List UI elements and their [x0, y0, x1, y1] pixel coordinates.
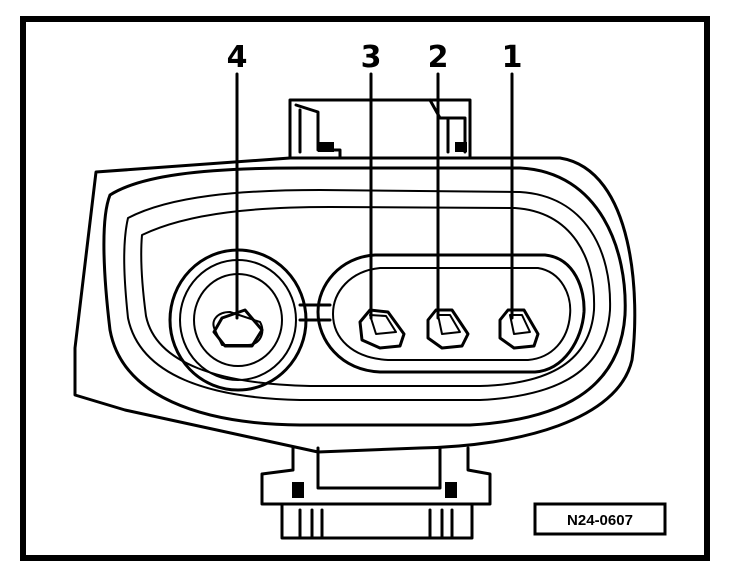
terminal-1 — [498, 308, 540, 350]
top-locking-tab — [288, 98, 472, 160]
pin-label-1: 1 — [502, 40, 523, 75]
pin-label-3: 3 — [361, 40, 382, 75]
leader-lines — [235, 72, 514, 320]
reference-code: N24-0607 — [567, 512, 633, 529]
reference-code-box: N24-0607 — [533, 502, 667, 536]
pins-1-3-cavity — [298, 253, 586, 374]
terminal-2 — [426, 308, 470, 350]
connector-housing — [73, 156, 637, 454]
pin-label-2: 2 — [428, 40, 449, 75]
picture-frame — [20, 16, 710, 561]
terminal-3 — [358, 308, 406, 350]
bottom-latch — [260, 446, 492, 540]
pin-label-4: 4 — [227, 40, 248, 75]
